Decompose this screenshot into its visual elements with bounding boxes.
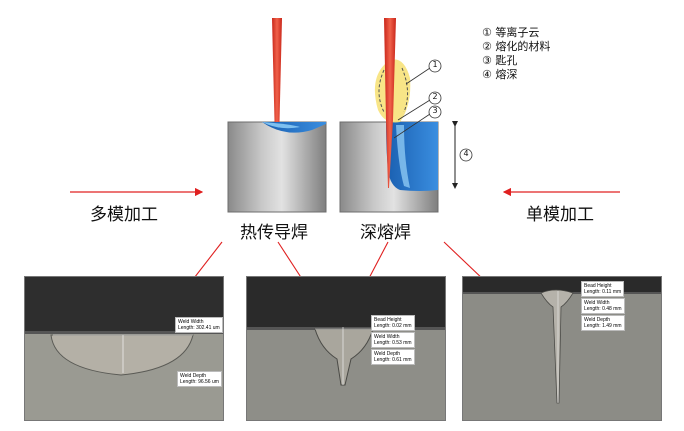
legend-item-melt: ② 熔化的材料 (482, 40, 551, 53)
weld-depth-tag: Weld Depth Length: 96.56 um (177, 371, 222, 387)
callout-4: 4 (463, 149, 469, 158)
label-conduction: 热传导焊 (240, 223, 308, 243)
callout-2: 2 (432, 92, 438, 101)
label-single-mode: 单模加工 (526, 205, 594, 225)
weld-width-tag: Weld Width Length: 302.41 um (175, 317, 223, 333)
weld-width-tag-middle: Weld Width Length: 0.53 mm (371, 332, 415, 348)
legend-item-depth: ④ 熔深 (482, 68, 518, 81)
weld-depth-tag-right: Weld Depth Length: 1.49 mm (581, 315, 625, 331)
bead-height-tag-right: Bead Height Length: 0.11 mm (581, 281, 625, 297)
callout-1: 1 (432, 60, 438, 69)
micrograph-left: Weld Width Length: 302.41 um Weld Depth … (24, 276, 224, 421)
weld-width-tag-right: Weld Width Length: 0.48 mm (581, 298, 625, 314)
legend-item-plasma: ① 等离子云 (482, 26, 540, 39)
laser-beam-deep (384, 18, 396, 188)
bead-height-tag: Bead Height Length: 0.02 mm (371, 315, 415, 331)
conduction-weld-block (227, 121, 327, 213)
label-deep-penetration: 深熔焊 (360, 223, 411, 243)
callout-3: 3 (432, 106, 438, 115)
micrograph-middle: Bead Height Length: 0.02 mm Weld Width L… (246, 276, 446, 421)
label-multi-mode: 多模加工 (90, 205, 158, 225)
laser-beam-conduction (272, 18, 282, 122)
legend: ① 等离子云 ② 熔化的材料 ③ 匙孔 ④ 熔深 (482, 26, 550, 82)
legend-item-keyhole: ③ 匙孔 (482, 54, 518, 67)
micrograph-right: Bead Height Length: 0.11 mm Weld Width L… (462, 276, 662, 421)
weld-depth-tag-middle: Weld Depth Length: 0.61 mm (371, 349, 415, 365)
